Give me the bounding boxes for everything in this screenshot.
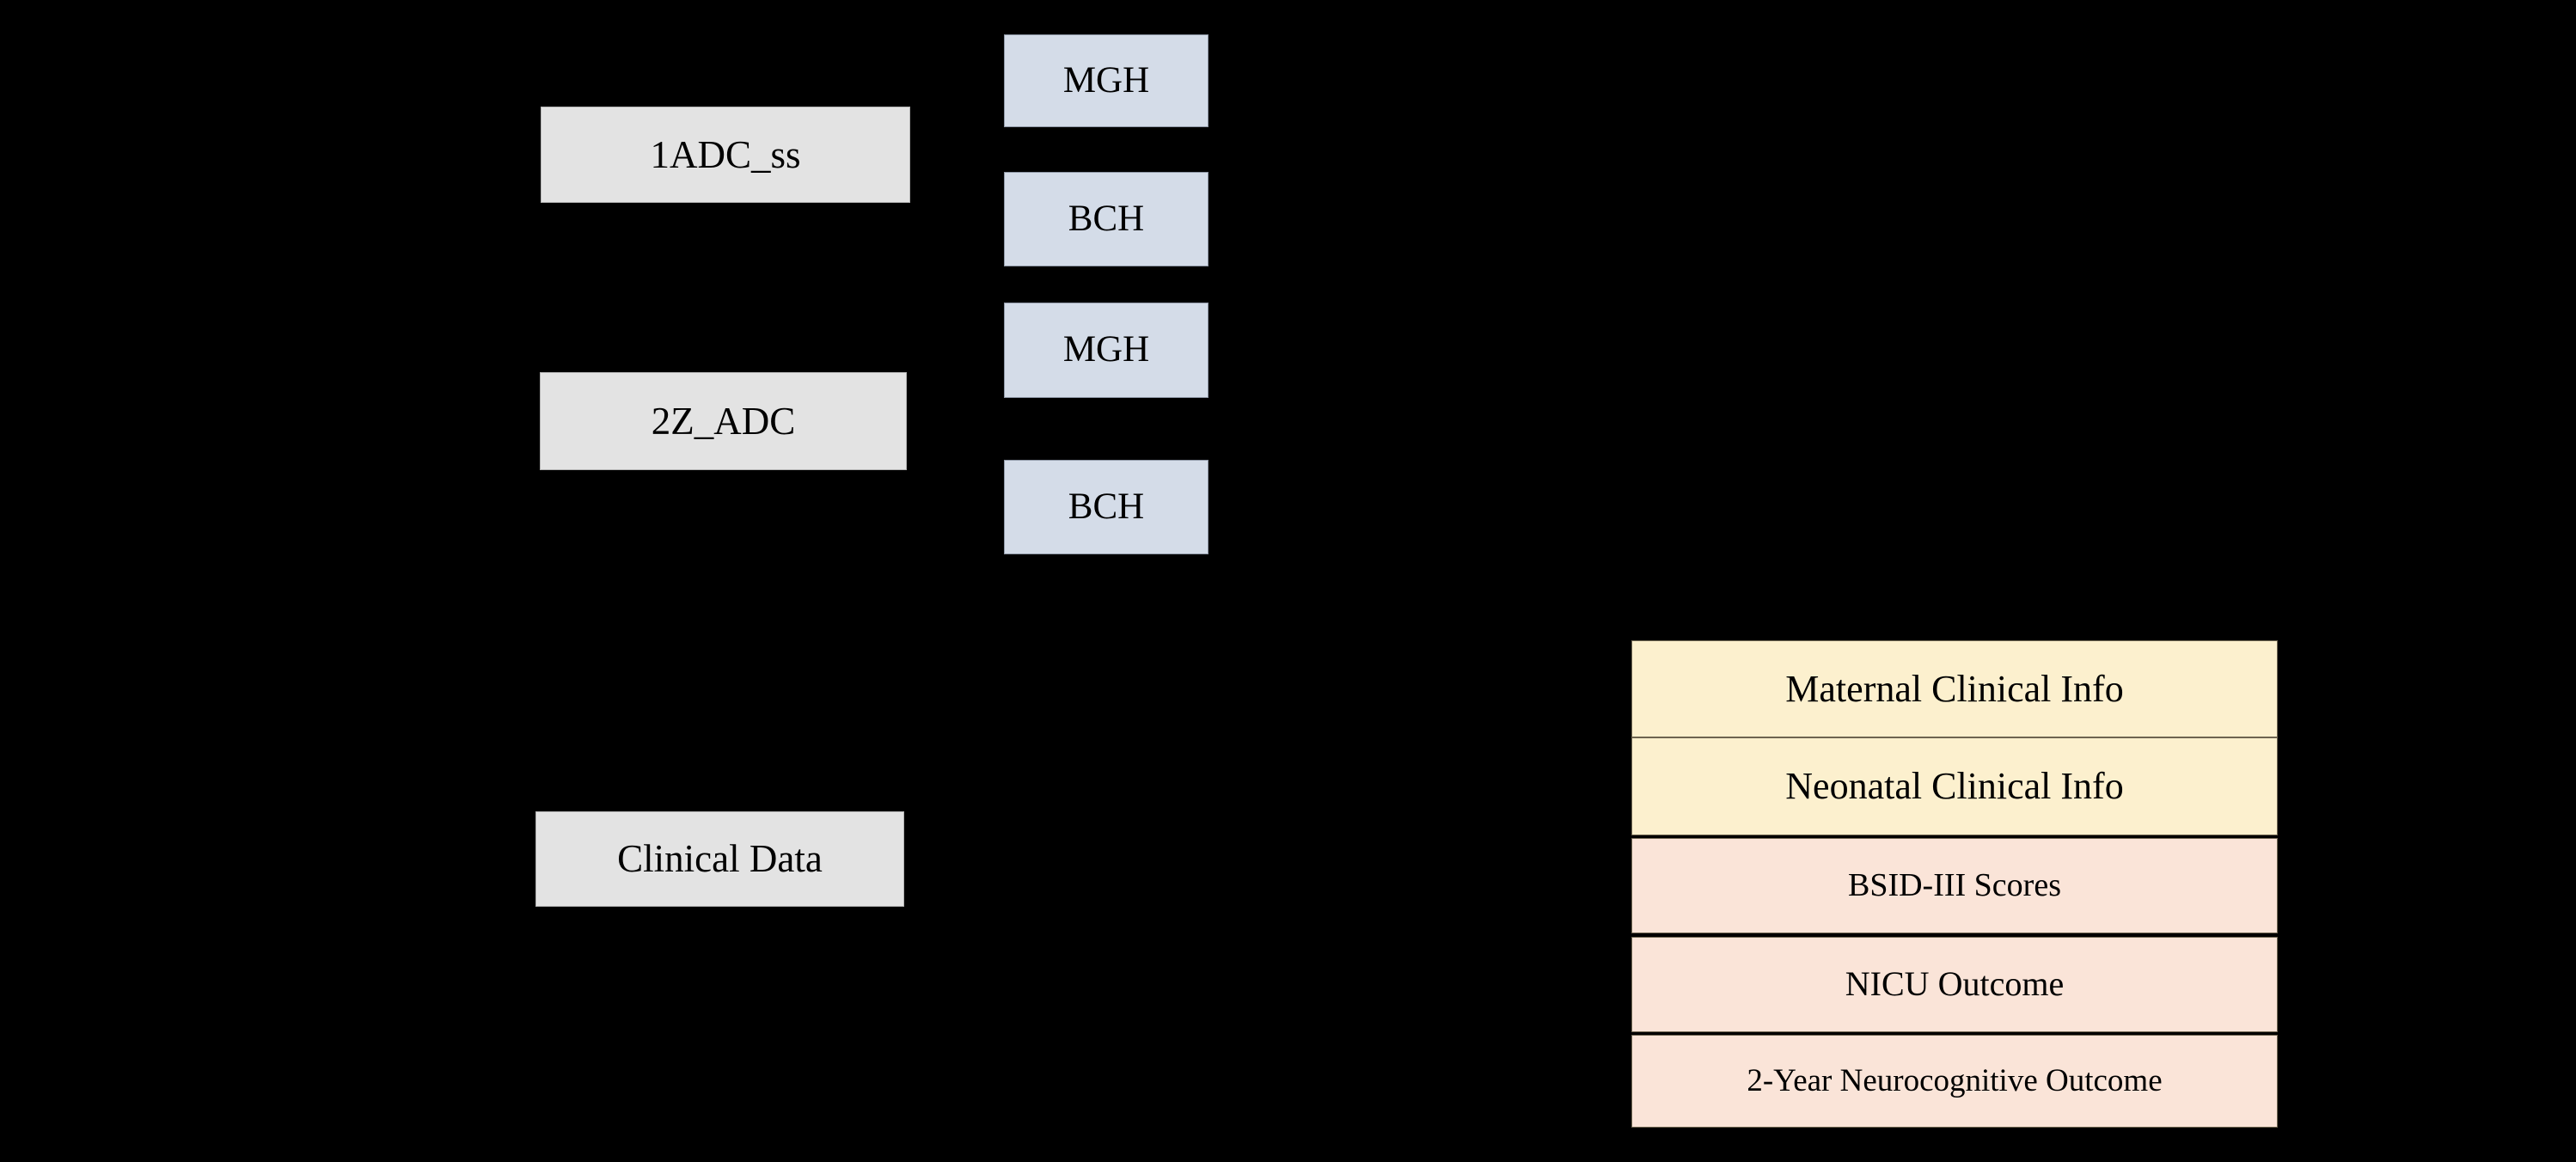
node-neonatal-clinical-info-label: Neonatal Clinical Info <box>1785 765 2124 808</box>
node-two-year-neurocognitive-outcome[interactable]: 2-Year Neurocognitive Outcome <box>1631 1035 2278 1128</box>
node-site-mgh-adc-ss-label: MGH <box>1062 59 1150 101</box>
node-bsid-iii-scores[interactable]: BSID-III Scores <box>1631 838 2278 933</box>
node-site-bch-adc-ss[interactable]: BCH <box>1004 172 1208 266</box>
node-adc-ss-label: 1ADC_ss <box>650 132 801 176</box>
node-adc-ss[interactable]: 1ADC_ss <box>541 107 910 203</box>
node-maternal-clinical-info-label: Maternal Clinical Info <box>1785 667 2124 710</box>
node-maternal-clinical-info[interactable]: Maternal Clinical Info <box>1631 640 2278 737</box>
node-z-adc-label: 2Z_ADC <box>651 399 796 443</box>
node-nicu-outcome-label: NICU Outcome <box>1845 964 2065 1004</box>
node-site-mgh-adc-ss[interactable]: MGH <box>1004 34 1208 127</box>
node-site-mgh-z-adc-label: MGH <box>1062 329 1150 370</box>
node-site-bch-z-adc[interactable]: BCH <box>1004 460 1208 554</box>
node-site-bch-z-adc-label: BCH <box>1068 486 1145 527</box>
node-bsid-iii-scores-label: BSID-III Scores <box>1847 867 2061 904</box>
node-clinical-data[interactable]: Clinical Data <box>535 811 904 907</box>
node-clinical-data-label: Clinical Data <box>617 837 823 881</box>
node-nicu-outcome[interactable]: NICU Outcome <box>1631 937 2278 1032</box>
node-site-bch-adc-ss-label: BCH <box>1068 198 1145 239</box>
node-neonatal-clinical-info[interactable]: Neonatal Clinical Info <box>1631 737 2278 835</box>
node-site-mgh-z-adc[interactable]: MGH <box>1004 303 1208 398</box>
node-z-adc[interactable]: 2Z_ADC <box>540 372 907 470</box>
node-two-year-neurocognitive-outcome-label: 2-Year Neurocognitive Outcome <box>1747 1063 2163 1099</box>
